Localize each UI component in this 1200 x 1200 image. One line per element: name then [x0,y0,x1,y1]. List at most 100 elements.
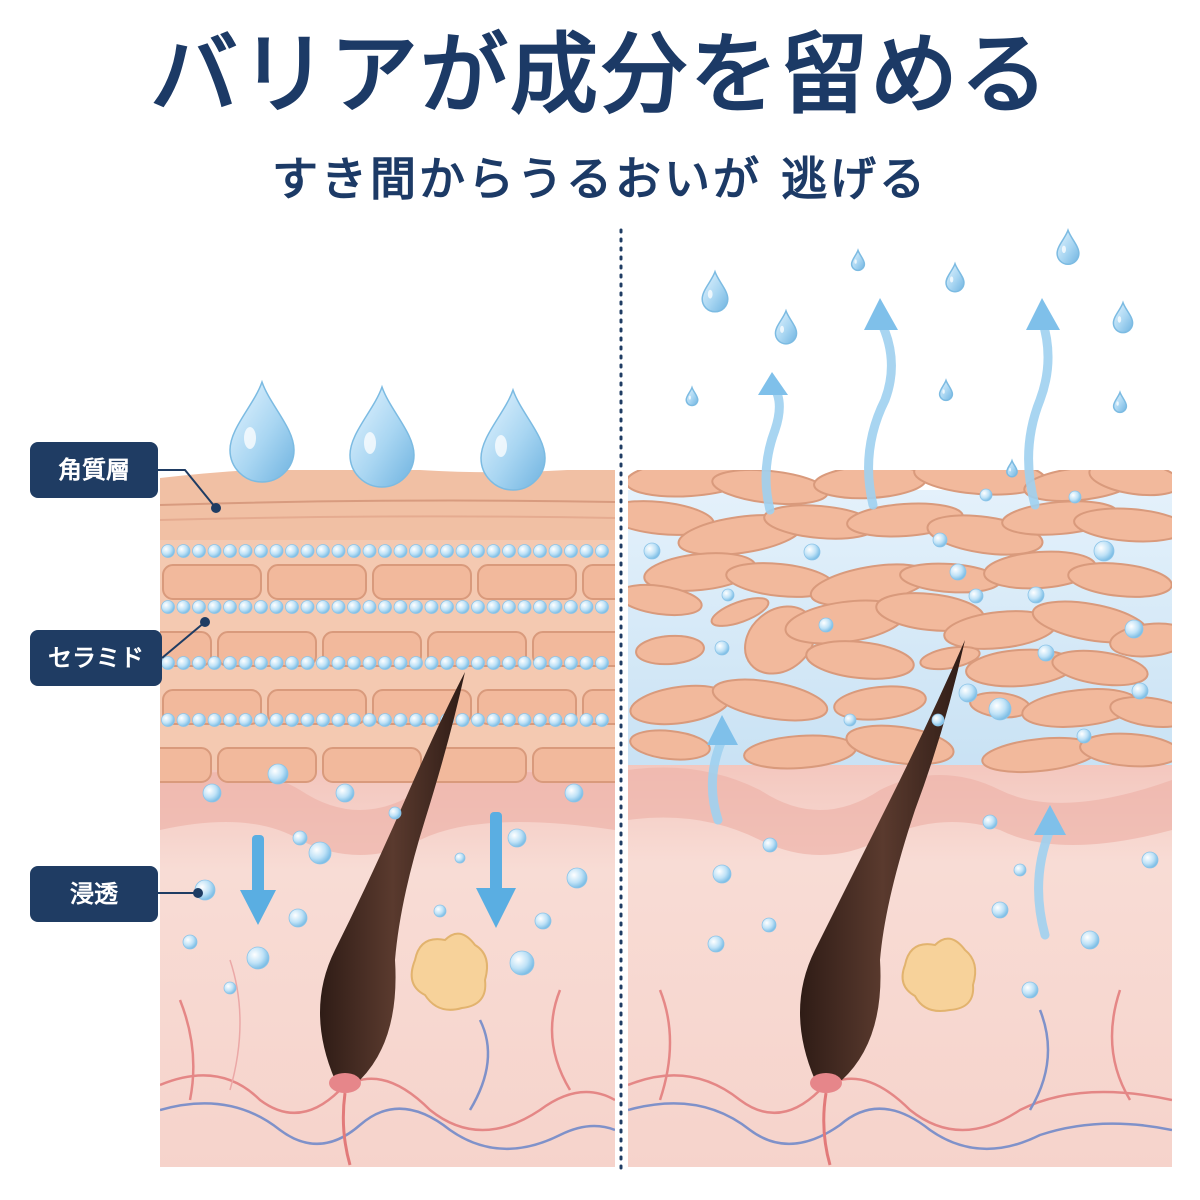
water-bubble [979,488,993,502]
ceramide-bubble [471,600,485,614]
skin-cell [217,747,317,783]
water-bubble [534,912,552,930]
ceramide-bubble [300,600,315,614]
ceramide-bubble [471,656,485,670]
label-stratum-corneum: 角質層 [30,442,158,498]
ceramide-bubble [207,713,222,727]
loose-skin-cell [1067,562,1172,598]
sebaceous-gland-right [901,937,977,1012]
ceramide-bubble [378,544,392,558]
water-bubble [292,830,308,846]
ceramide-bubble [316,544,330,558]
loose-skin-cell [1051,649,1149,687]
water-bubble [566,867,588,889]
water-bubble [958,683,978,703]
hair-follicle-right [800,640,965,1080]
ceramide-bubble [517,656,532,670]
ceramide-bubble [486,544,501,558]
loose-skin-cell [710,597,770,627]
ceramide-bubble [424,656,439,670]
ceramide-bubble [548,544,563,558]
ceramide-bubble [378,713,392,727]
subheadline: すき間からうるおいが 逃げる [271,152,928,206]
water-bubble [335,783,355,803]
arrow-down-icon [240,835,276,925]
water-bubble [932,532,948,548]
ceramide-bubble [548,600,563,614]
loose-skin-cell [1088,470,1172,497]
water-bubble [712,864,732,884]
water-bubble [182,934,198,950]
ceramide-bubble [595,544,609,558]
water-bubble [223,981,237,995]
water-bubble [818,617,834,633]
ceramide-bubble [347,600,361,614]
skin-cell [267,564,367,600]
arrow-up-icon [1026,298,1060,330]
ceramide-bubble [455,600,470,614]
ceramide-bubble [269,600,284,614]
ceramide-bubble [300,656,315,670]
ceramide-bubble [207,600,222,614]
ceramide-bubble [316,600,330,614]
water-drop-icon [945,261,965,293]
water-bubble [288,908,308,928]
ceramide-bubble [486,600,501,614]
water-bubble [246,946,270,970]
ceramide-bubble [176,600,191,614]
ceramide-bubble [579,713,594,727]
skin-cell [372,564,472,600]
arrow-up-icon [864,298,898,330]
ceramide-bubble [161,544,175,558]
water-bubble [1076,728,1092,744]
skin-cell [477,564,577,600]
ceramide-bubble [192,600,206,614]
headline: バリアが成分を留める [149,23,1050,126]
skin-cell [162,564,262,600]
ceramide-bubble [207,544,222,558]
water-bubble [949,563,967,581]
ceramide-bubble [347,713,361,727]
sebaceous-gland-left [410,932,488,1011]
ceramide-bubble [285,713,299,727]
water-bubble [308,841,332,865]
ceramide-bubble [316,656,330,670]
ceramide-bubble [486,713,501,727]
label-ceramide: セラミド [30,630,162,686]
ceramide-bubble [393,713,408,727]
loose-skin-cell [635,634,705,666]
water-bubble [388,806,402,820]
ceramide-bubble [548,713,563,727]
water-bubble [761,917,777,933]
water-bubble [1027,586,1045,604]
water-bubble [509,950,535,976]
water-bubble [843,713,857,727]
ceramide-bubble [455,656,470,670]
loose-skin-cell [1109,696,1172,728]
water-bubble [721,588,735,602]
ceramide-bubble [533,600,547,614]
water-drop-icon [1056,228,1080,265]
ceramide-bubble [362,656,377,670]
ceramide-bubble [564,713,578,727]
water-bubble [1141,851,1159,869]
loose-skin-cell [711,678,829,722]
water-drop-icon [1112,300,1134,334]
loose-skin-cell [629,729,711,761]
water-bubble [988,697,1012,721]
skin-cell [532,747,615,783]
ceramide-bubble [331,656,346,670]
arrow-up-icon [761,380,784,515]
water-bubble [1013,863,1027,877]
ceramide-bubble [595,600,609,614]
water-bubble [433,904,447,918]
ceramide-bubble [300,544,315,558]
ceramide-bubble [176,544,191,558]
ceramide-bubble [564,600,578,614]
ceramide-bubble [316,713,330,727]
ceramide-bubble [254,656,268,670]
ceramide-bubble [285,544,299,558]
ceramide-bubble [517,600,532,614]
ceramide-bubble [331,544,346,558]
